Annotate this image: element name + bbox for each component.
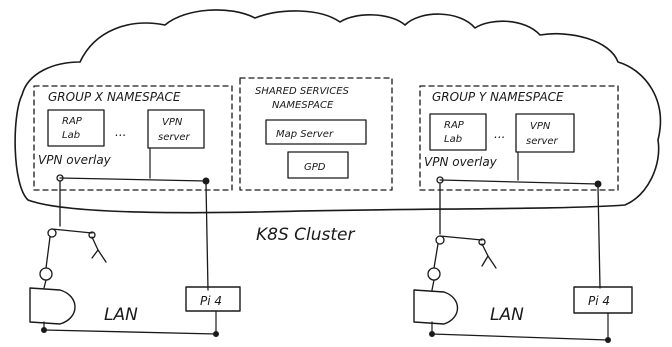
left-pi-label: Pi 4 xyxy=(200,294,222,308)
left-site-uplink-pi xyxy=(205,183,209,291)
left-lan-router-icon xyxy=(29,287,76,325)
group-x-app-lab-line2: Lab xyxy=(62,130,80,141)
gpd-label: GPD xyxy=(304,162,326,173)
map-server-box xyxy=(265,119,367,145)
group-x-app-lab-line1: RAP xyxy=(62,116,83,127)
group-x-ellipsis: ... xyxy=(115,125,126,139)
group-y-overlay-bus xyxy=(439,179,599,185)
group-y-namespace-box xyxy=(419,85,619,191)
group-y-overlay-node-right xyxy=(594,180,602,188)
group-y-app-lab-line2: Lab xyxy=(444,134,462,145)
right-site-uplink-pi xyxy=(597,186,601,289)
right-lan-router-icon xyxy=(413,289,459,325)
group-x-vpn-server-line2: server xyxy=(158,132,191,143)
shared-title-line2: NAMESPACE xyxy=(272,100,334,111)
group-y-title: GROUP Y NAMESPACE xyxy=(432,90,564,104)
group-y-vpn-server-box xyxy=(515,113,575,153)
group-x-vpn-server-box xyxy=(147,109,205,149)
left-lan-node-router xyxy=(41,327,47,333)
right-lan-bus xyxy=(431,333,609,341)
group-x-overlay-bus xyxy=(59,177,207,182)
group-y-app-lab-box xyxy=(429,113,487,151)
group-x-vpn-server-line1: VPN xyxy=(162,117,183,128)
group-y-overlay-node-left xyxy=(436,176,444,184)
right-lan-node-pi xyxy=(605,337,611,343)
group-y-ellipsis: ... xyxy=(494,127,505,141)
left-robot-arm-icon xyxy=(39,228,107,289)
group-x-namespace-box xyxy=(33,85,233,191)
group-x-overlay-node-right xyxy=(202,177,210,185)
left-pi-box xyxy=(185,286,241,312)
group-y-vpn-server-line2: server xyxy=(526,136,559,147)
group-y-app-lab-line1: RAP xyxy=(444,120,465,131)
right-pi-box xyxy=(573,286,633,314)
right-robot-arm-icon xyxy=(427,235,497,291)
shared-namespace-box xyxy=(239,77,393,191)
cluster-label: K8S Cluster xyxy=(256,225,356,245)
group-y-vpn-overlay-label: VPN overlay xyxy=(424,155,498,169)
map-server-label: Map Server xyxy=(276,129,334,140)
left-lan-node-pi xyxy=(213,331,219,337)
gpd-box xyxy=(287,151,349,179)
group-x-title: GROUP X NAMESPACE xyxy=(48,90,181,104)
group-x-vpn-overlay-label: VPN overlay xyxy=(38,153,112,167)
left-lan-label: LAN xyxy=(104,305,138,325)
cloud-outline xyxy=(14,9,662,214)
group-y-vpn-server-line1: VPN xyxy=(530,121,551,132)
group-x-app-lab-box xyxy=(47,109,105,147)
left-lan-bus xyxy=(43,329,217,335)
shared-title-line1: SHARED SERVICES xyxy=(255,86,350,97)
right-lan-node-router xyxy=(429,331,435,337)
right-lan-label: LAN xyxy=(490,305,524,325)
right-pi-label: Pi 4 xyxy=(588,294,610,308)
